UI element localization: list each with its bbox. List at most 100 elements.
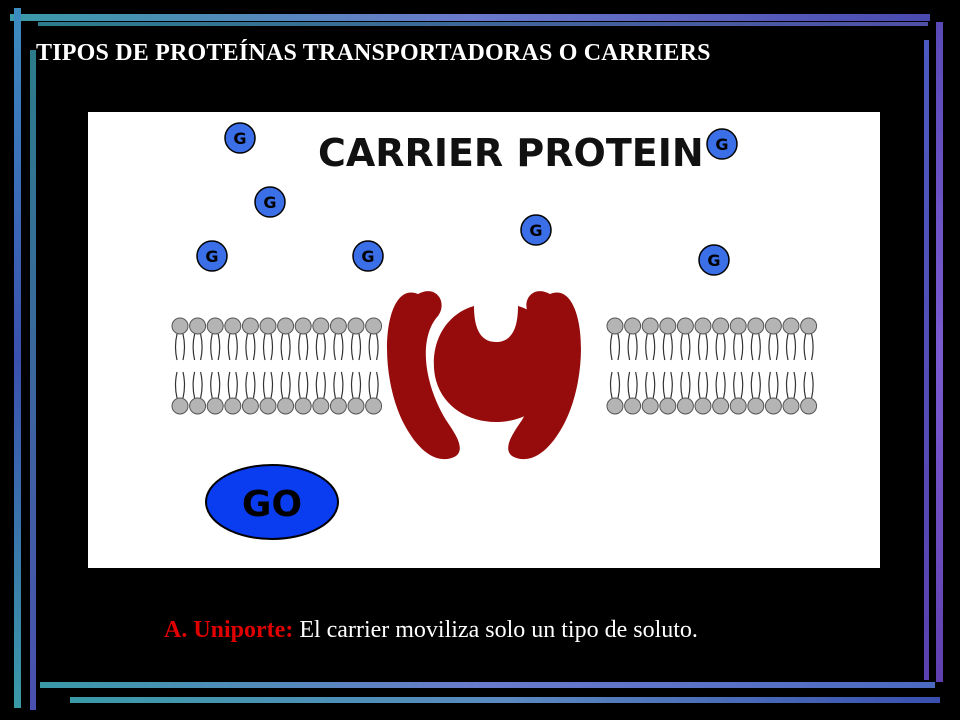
lipid-tail (217, 371, 221, 399)
lipid-head (171, 317, 189, 335)
lipid-head (606, 317, 624, 335)
lipid-head (641, 317, 659, 335)
lipid-head (329, 397, 347, 415)
lipid-tail (750, 333, 754, 361)
lipid-tail (609, 333, 613, 361)
lipid-tail (235, 371, 238, 399)
glucose-molecule: G (352, 240, 384, 272)
lipid-tail (350, 371, 354, 399)
lipid-tail (680, 371, 683, 399)
lipid-tail (323, 371, 326, 399)
glucose-molecule: G (706, 128, 738, 160)
lipid-head (659, 397, 677, 415)
lipid-tail (288, 371, 291, 399)
lipid-tail (270, 333, 274, 361)
lipid-tail (358, 371, 362, 399)
lipid-tail (270, 371, 274, 399)
lipid-head (329, 317, 347, 335)
slide-title: TIPOS DE PROTEÍNAS TRANSPORTADORAS O CAR… (36, 40, 711, 66)
lipid-head (729, 317, 747, 335)
lipid-head (729, 397, 747, 415)
lipid-head (189, 317, 207, 335)
frame-bar-left (14, 8, 21, 708)
lipid-tail (340, 333, 344, 361)
carrier-protein-left-half (387, 291, 460, 460)
lipid-tail (652, 333, 656, 361)
lipid-head (764, 397, 782, 415)
lipid-head (782, 397, 800, 415)
lipid-tail (262, 371, 266, 399)
lipid-tail (235, 333, 238, 361)
caption-lead: A. Uniporte: (164, 617, 294, 643)
lipid-tail (635, 333, 638, 361)
lipid-tail (288, 333, 291, 361)
lipid-head (782, 317, 800, 335)
lipid-head (347, 397, 365, 415)
caption: A. Uniporte: El carrier moviliza solo un… (164, 617, 698, 644)
lipid-head (712, 397, 730, 415)
lipid-tail (368, 333, 372, 361)
lipid-head (606, 397, 624, 415)
lipid-tail (227, 333, 231, 361)
lipid-tail (262, 333, 266, 361)
lipid-tail (368, 371, 372, 399)
lipid-tail (617, 333, 621, 361)
lipid-tail (705, 333, 709, 361)
glucose-label: G (715, 135, 728, 154)
lipid-head (365, 317, 383, 335)
lipid-tail (182, 333, 186, 361)
lipid-tail (750, 371, 754, 399)
glucose-label: G (205, 247, 218, 266)
lipid-tail (617, 371, 621, 399)
frame-bar-right-outer (924, 40, 929, 680)
lipid-tail (252, 371, 256, 399)
lipid-head (294, 397, 312, 415)
lipid-head (259, 397, 277, 415)
lipid-tail (775, 333, 779, 361)
frame-bar-top (10, 14, 930, 21)
lipid-head (641, 397, 659, 415)
lipid-tail (723, 371, 726, 399)
glucose-label: G (529, 221, 542, 240)
lipid-head (224, 317, 242, 335)
carrier-protein-binding-site (433, 306, 559, 422)
lipid-tail (652, 371, 656, 399)
lipid-head (206, 397, 224, 415)
lipid-tail (200, 333, 203, 361)
lipid-tail (687, 371, 691, 399)
glucose-label: G (233, 129, 246, 148)
lipid-tail (200, 371, 203, 399)
lipid-tail (280, 333, 284, 361)
lipid-head (676, 397, 694, 415)
lipid-head (206, 317, 224, 335)
frame-bar-left-inner (30, 50, 36, 710)
lipid-tail (174, 333, 178, 361)
lipid-head (347, 317, 365, 335)
lipid-tail (733, 371, 736, 399)
lipid-tail (740, 371, 744, 399)
lipid-tail (174, 371, 178, 399)
lipid-tail (315, 333, 319, 361)
lipid-tail (803, 333, 807, 361)
lipid-tail (775, 371, 779, 399)
lipid-head (694, 397, 712, 415)
lipid-tail (670, 333, 673, 361)
lipid-tail (182, 371, 186, 399)
lipid-tail (811, 333, 814, 361)
lipid-head (171, 397, 189, 415)
glucose-molecule: G (698, 244, 730, 276)
lipid-tail (298, 371, 301, 399)
lipid-head (659, 317, 677, 335)
lipid-tail (758, 333, 761, 361)
go-button[interactable]: GO (205, 464, 339, 540)
lipid-tail (811, 371, 814, 399)
lipid-head (277, 397, 295, 415)
lipid-tail (635, 371, 638, 399)
glucose-molecule: G (224, 122, 256, 154)
lipid-head (800, 317, 818, 335)
lipid-head (624, 397, 642, 415)
glucose-label: G (361, 247, 374, 266)
lipid-tail (609, 371, 613, 399)
